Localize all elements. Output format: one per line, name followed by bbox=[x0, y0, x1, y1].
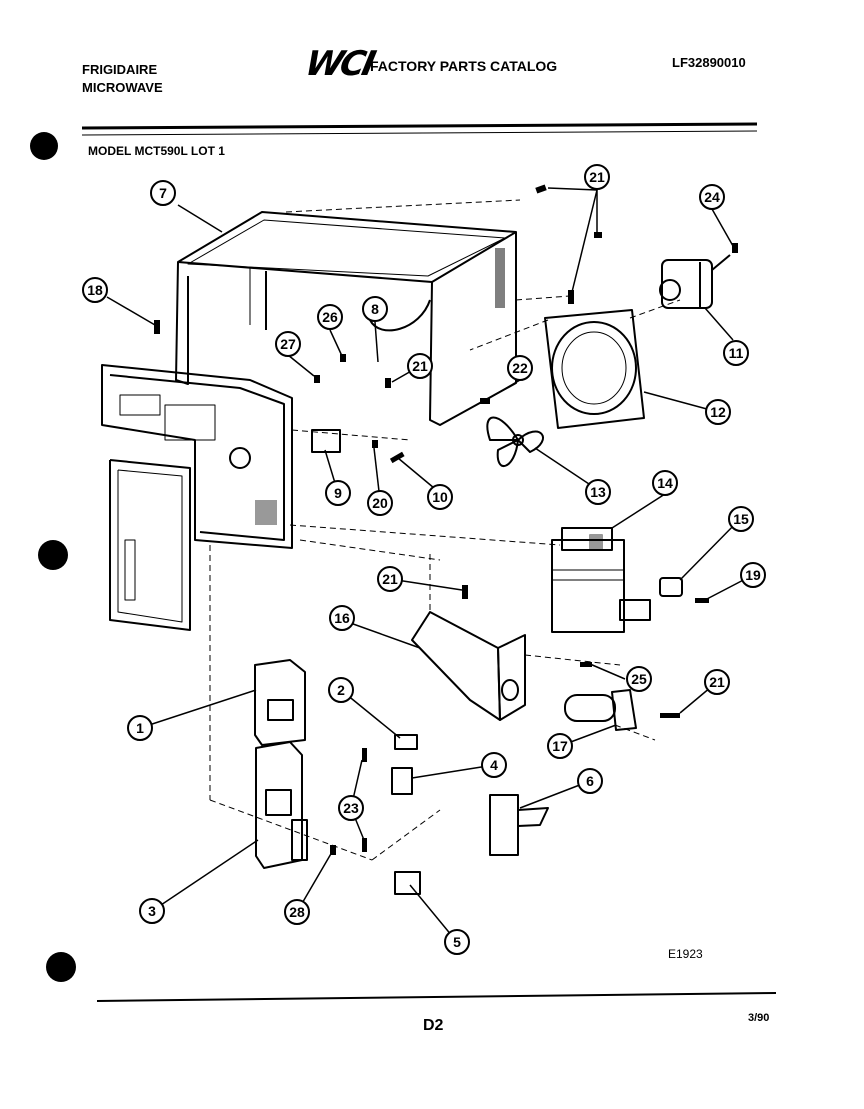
fan-motor-part bbox=[659, 254, 731, 309]
callout-7: 7 bbox=[150, 180, 176, 206]
callout-bubbles: 1 2 3 4 5 6 7 8 9 10 11 12 13 14 15 16 1… bbox=[0, 0, 766, 955]
callout-4-label: 4 bbox=[490, 757, 498, 773]
callout-6-label: 6 bbox=[586, 773, 594, 789]
capacitor-part bbox=[564, 689, 637, 731]
harness-part bbox=[369, 299, 431, 332]
switch-4-part bbox=[391, 767, 413, 795]
lever-part bbox=[489, 794, 549, 856]
callout-5-label: 5 bbox=[453, 934, 461, 950]
callout-10: 10 bbox=[427, 484, 453, 510]
callout-21-harness: 21 bbox=[407, 353, 433, 379]
callout-11-label: 11 bbox=[729, 345, 744, 361]
brand-line-1: FRIGIDAIRE bbox=[82, 62, 158, 77]
switch-5-part bbox=[394, 871, 421, 895]
callout-21-top: 21 bbox=[584, 164, 610, 190]
binder-hole-bottom bbox=[46, 952, 76, 982]
callout-16-label: 16 bbox=[334, 610, 350, 626]
callout-21-duct: 21 bbox=[377, 566, 403, 592]
callout-11: 11 bbox=[723, 340, 749, 366]
catalog-number: LF32890010 bbox=[672, 55, 746, 70]
header-rule-thick bbox=[81, 122, 758, 130]
callout-23: 23 bbox=[338, 795, 364, 821]
callout-12-label: 12 bbox=[710, 404, 726, 420]
callout-1-label: 1 bbox=[136, 720, 144, 736]
front-chassis-part bbox=[101, 364, 293, 631]
callout-28-label: 28 bbox=[289, 904, 305, 920]
fan-shroud-part bbox=[544, 309, 645, 429]
callout-20-label: 20 bbox=[372, 495, 388, 511]
callout-25-label: 25 bbox=[631, 671, 647, 687]
catalog-title: FACTORY PARTS CATALOG bbox=[370, 58, 558, 74]
callout-21-duct-label: 21 bbox=[382, 571, 398, 587]
callout-12: 12 bbox=[705, 399, 731, 425]
cabinet-wrapper-part bbox=[175, 211, 517, 426]
callout-7-label: 7 bbox=[159, 185, 167, 201]
callout-1: 1 bbox=[127, 715, 153, 741]
callout-8: 8 bbox=[362, 296, 388, 322]
air-guide-part bbox=[411, 611, 526, 721]
callout-9: 9 bbox=[325, 480, 351, 506]
footer-rule bbox=[96, 992, 777, 1002]
binder-hole-top bbox=[30, 132, 58, 160]
callout-27-label: 27 bbox=[280, 336, 296, 352]
callout-27: 27 bbox=[275, 331, 301, 357]
callout-14: 14 bbox=[652, 470, 678, 496]
assembly-lines bbox=[209, 199, 681, 861]
magnetron-part bbox=[551, 527, 651, 633]
callout-3-label: 3 bbox=[148, 903, 156, 919]
callout-21-capacitor: 21 bbox=[704, 669, 730, 695]
callout-13-label: 13 bbox=[590, 484, 606, 500]
callout-21-top-label: 21 bbox=[589, 169, 605, 185]
callout-26-label: 26 bbox=[322, 309, 338, 325]
callout-28: 28 bbox=[284, 899, 310, 925]
callout-2: 2 bbox=[328, 677, 354, 703]
callout-20: 20 bbox=[367, 490, 393, 516]
callout-23-label: 23 bbox=[343, 800, 359, 816]
callout-25: 25 bbox=[626, 666, 652, 692]
callout-16: 16 bbox=[329, 605, 355, 631]
callout-3: 3 bbox=[139, 898, 165, 924]
diagram-code: E1923 bbox=[668, 947, 703, 961]
callout-17-label: 17 bbox=[552, 738, 568, 754]
callout-15: 15 bbox=[728, 506, 754, 532]
callout-9-label: 9 bbox=[334, 485, 342, 501]
callout-24-label: 24 bbox=[704, 189, 720, 205]
switch-holder-upper-part bbox=[254, 659, 306, 746]
callout-15-label: 15 bbox=[733, 511, 749, 527]
callout-18-label: 18 bbox=[87, 282, 103, 298]
callout-21-capacitor-label: 21 bbox=[709, 674, 725, 690]
callout-6: 6 bbox=[577, 768, 603, 794]
callout-21-harness-label: 21 bbox=[412, 358, 428, 374]
switch-holder-lower-part bbox=[255, 741, 308, 869]
callout-18: 18 bbox=[82, 277, 108, 303]
leader-lines bbox=[106, 187, 754, 943]
brand-line-2: MICROWAVE bbox=[82, 80, 163, 95]
date-label: 3/90 bbox=[748, 1012, 770, 1024]
header-rule-thin bbox=[81, 130, 758, 136]
callout-26: 26 bbox=[317, 304, 343, 330]
callout-19: 19 bbox=[740, 562, 766, 588]
binder-hole-middle bbox=[38, 540, 68, 570]
fan-blade-part bbox=[486, 416, 544, 467]
model-line: MODEL MCT590L LOT 1 bbox=[88, 144, 225, 158]
screws bbox=[154, 184, 738, 855]
callout-4: 4 bbox=[481, 752, 507, 778]
callout-24: 24 bbox=[699, 184, 725, 210]
thermal-cutout-part bbox=[659, 577, 683, 597]
callout-17: 17 bbox=[547, 733, 573, 759]
callout-5: 5 bbox=[444, 929, 470, 955]
callout-21-extra-label: 21 bbox=[0, 0, 16, 3]
callout-14-label: 14 bbox=[657, 475, 673, 491]
page-label: D2 bbox=[423, 1017, 444, 1034]
callout-19-label: 19 bbox=[745, 567, 761, 583]
callout-13: 13 bbox=[585, 479, 611, 505]
callout-22: 22 bbox=[507, 355, 533, 381]
callout-10-label: 10 bbox=[432, 489, 448, 505]
callout-8-label: 8 bbox=[371, 301, 379, 317]
callout-22-label: 22 bbox=[512, 360, 528, 376]
switch-2-part bbox=[394, 734, 418, 750]
callout-2-label: 2 bbox=[337, 682, 345, 698]
